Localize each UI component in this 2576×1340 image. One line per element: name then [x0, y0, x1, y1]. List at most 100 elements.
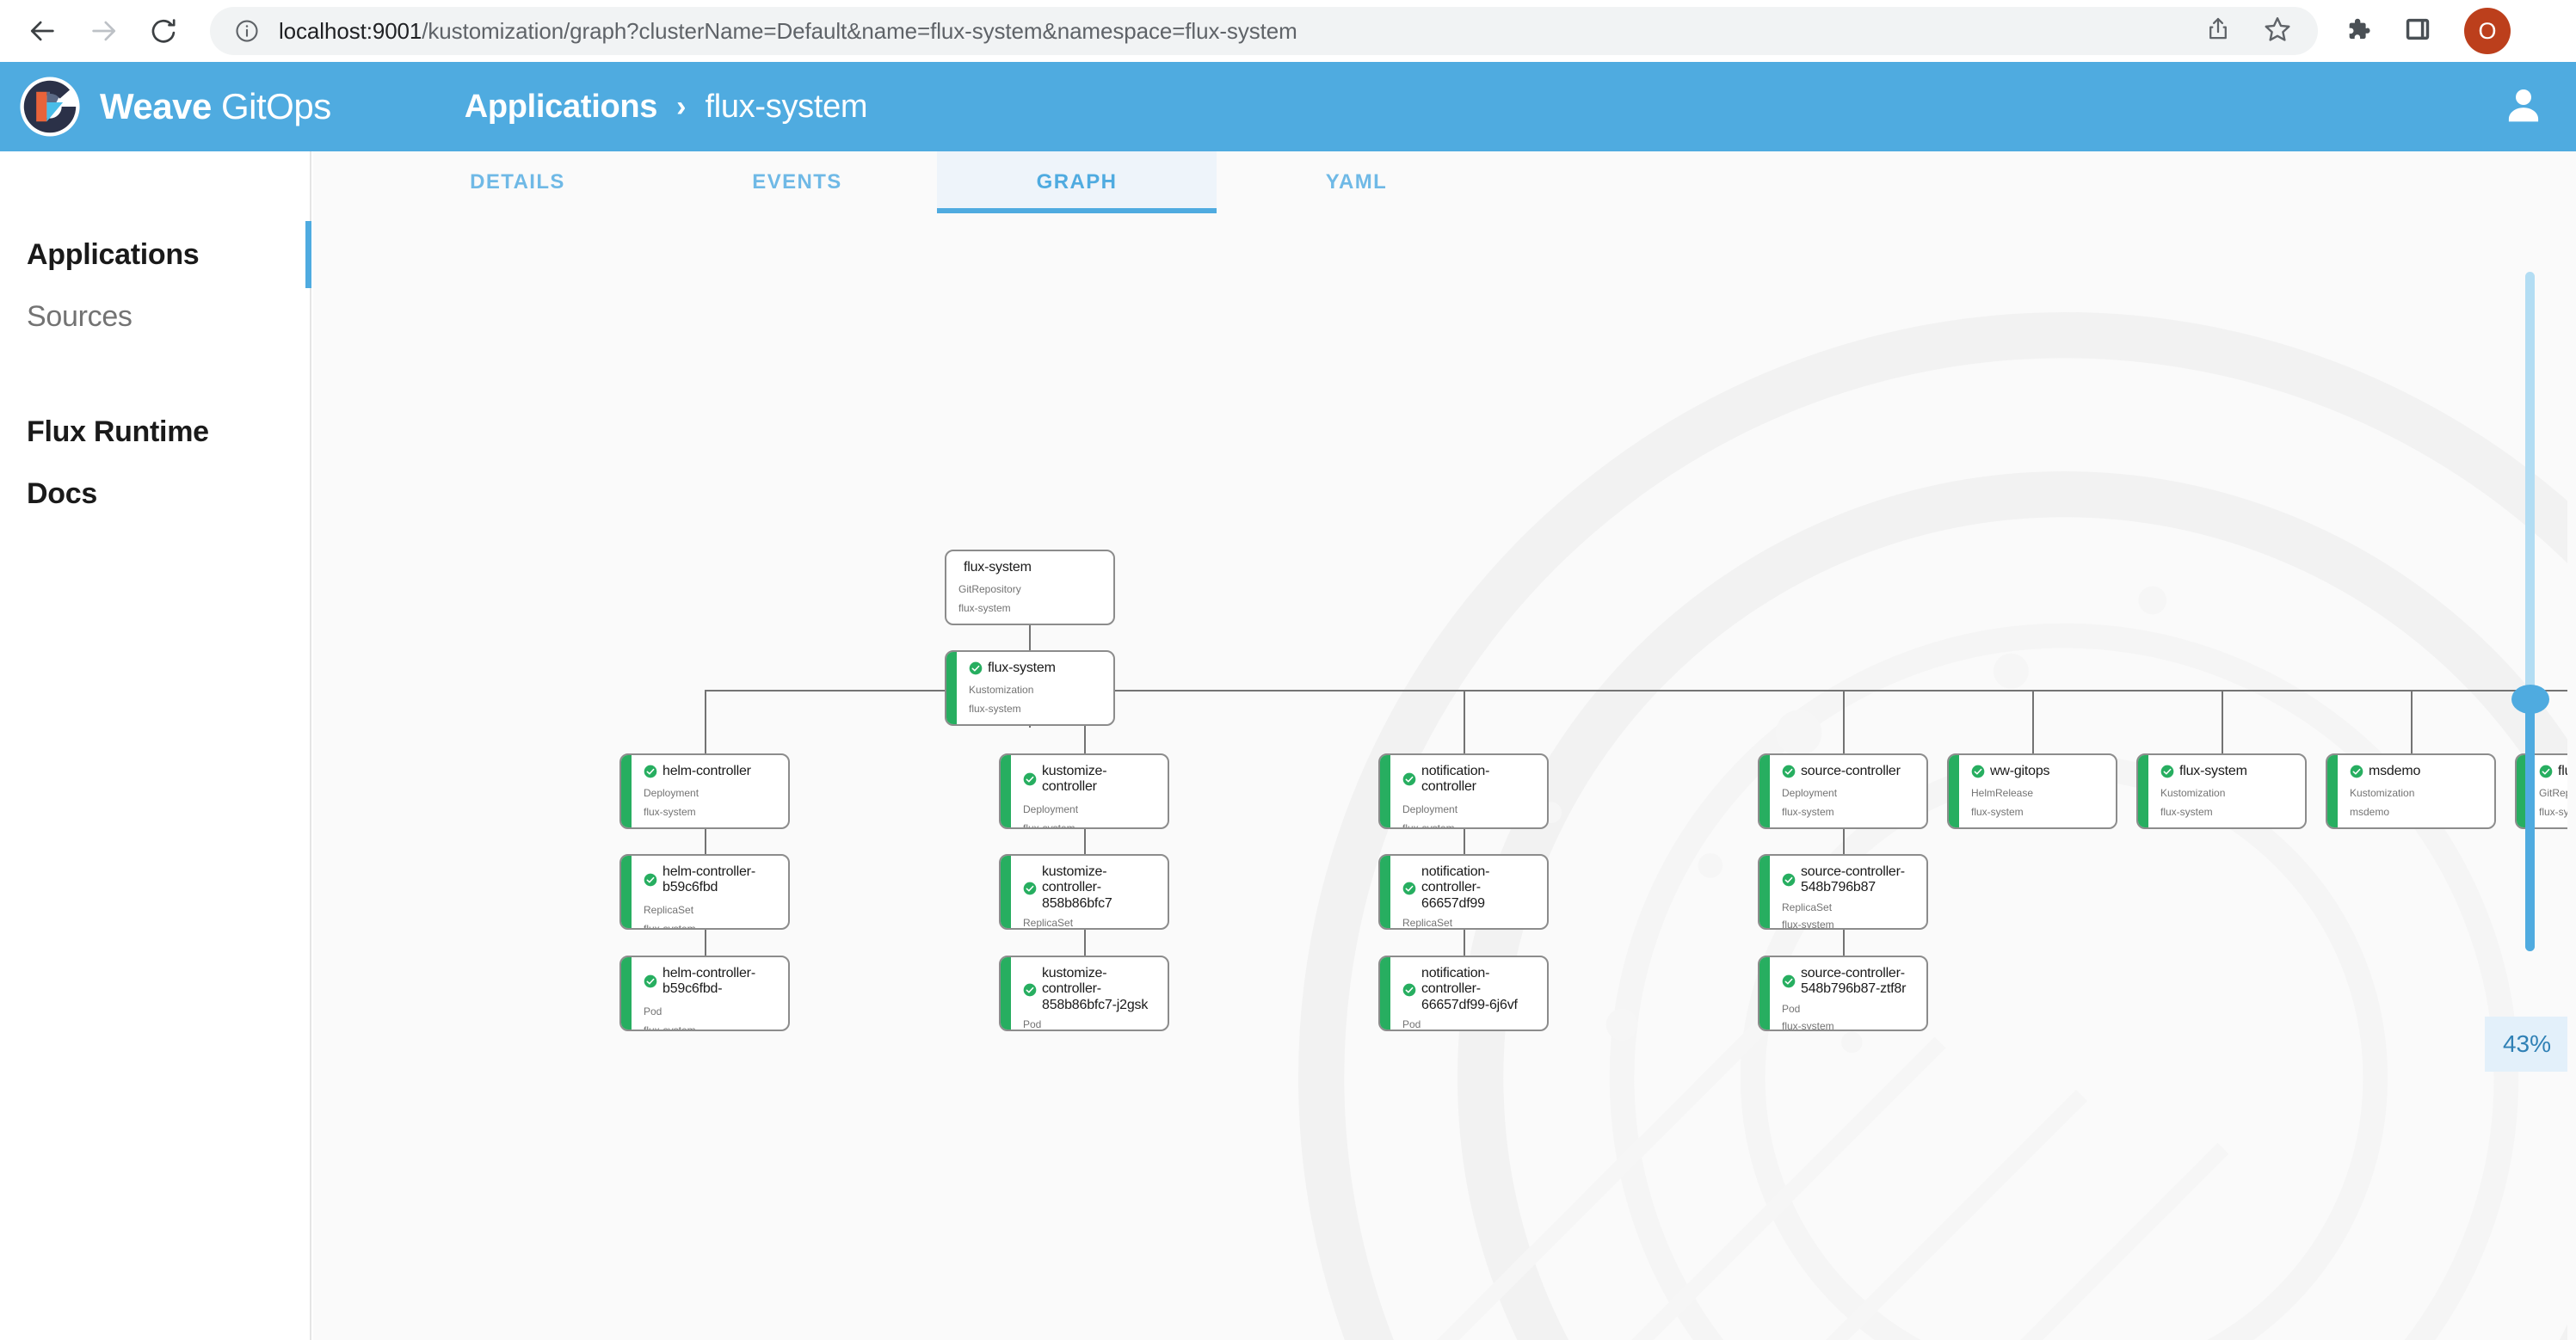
breadcrumb-current: flux-system: [705, 88, 868, 125]
breadcrumb-applications[interactable]: Applications: [464, 88, 658, 125]
brand-title: Weave GitOps: [100, 86, 331, 127]
graph-edge: [1464, 930, 1465, 956]
forward-button[interactable]: [79, 7, 127, 55]
weave-gitops-logo-icon: [20, 77, 80, 137]
node-title-row: notification-controller-66657df99: [1402, 864, 1540, 912]
sidebar-item-flux-runtime[interactable]: Flux Runtime: [0, 401, 310, 463]
zoom-slider-thumb[interactable]: [2511, 685, 2549, 714]
graph-edge: [1084, 829, 1086, 854]
tab-details[interactable]: DETAILS: [470, 170, 565, 194]
check-circle-icon: [1402, 983, 1416, 996]
graph-edge: [2411, 690, 2413, 753]
sidebar-item-applications[interactable]: Applications: [0, 221, 311, 288]
graph-edge: [1029, 726, 1031, 728]
side-panel-icon[interactable]: [2404, 15, 2431, 47]
brand-logo-link[interactable]: Weave GitOps: [19, 76, 331, 138]
check-circle-icon: [969, 661, 983, 675]
node-status-bar: [1380, 856, 1390, 928]
brand-name-light: GitOps: [221, 86, 331, 126]
node-title: helm-controller-b59c6fbd-: [662, 966, 755, 997]
star-icon[interactable]: [2263, 15, 2292, 48]
graph-edge: [705, 690, 706, 753]
node-kind: GitRepository: [958, 583, 1021, 596]
site-info-icon[interactable]: [234, 18, 260, 44]
tab-yaml[interactable]: YAML: [1325, 170, 1388, 194]
check-circle-icon: [1023, 773, 1037, 786]
node-title: notification-controller: [1421, 764, 1490, 795]
graph-edge: [2222, 690, 2223, 753]
reload-button[interactable]: [139, 7, 188, 55]
graph-edge: [1029, 625, 1031, 650]
node-status-bar: [1001, 755, 1011, 827]
node-kind: Kustomization: [2160, 787, 2226, 800]
node-title: source-controller-548b796b87: [1801, 864, 1905, 895]
address-bar[interactable]: localhost:9001/kustomization/graph?clust…: [210, 7, 2318, 55]
node-kind: ReplicaSet: [1023, 917, 1074, 930]
node-title-row: kustomize-controller-858b86bfc7: [1023, 864, 1161, 912]
node-title: kustomize-controller: [1042, 764, 1107, 795]
sidebar-item-sources[interactable]: Sources: [0, 286, 310, 347]
check-circle-icon: [2160, 765, 2174, 778]
node-title-row: source-controller: [1782, 764, 1920, 779]
puzzle-piece-icon[interactable]: [2344, 15, 2371, 47]
arrow-right-icon: [92, 21, 116, 41]
check-circle-icon: [644, 765, 657, 778]
node-status-bar: [2327, 755, 2338, 827]
check-circle-icon: [1402, 773, 1416, 786]
node-namespace: flux-system: [2160, 806, 2213, 819]
account-circle-icon[interactable]: [2500, 82, 2547, 132]
tab-graph[interactable]: GRAPH: [937, 151, 1217, 213]
share-icon[interactable]: [2204, 15, 2232, 47]
sidebar-item-label: Sources: [27, 299, 132, 333]
graph-edge: [705, 829, 706, 854]
zoom-slider-track[interactable]: [2525, 272, 2535, 951]
node-kind: ReplicaSet: [644, 903, 694, 916]
node-title: kustomize-controller-858b86bfc7: [1042, 864, 1112, 911]
graph-edge: [2032, 690, 2034, 753]
back-button[interactable]: [19, 7, 67, 55]
graph-edge: [1843, 690, 1845, 753]
node-namespace: flux-system: [1402, 821, 1455, 829]
zoom-slider[interactable]: 43%: [2478, 272, 2576, 1175]
profile-avatar[interactable]: O: [2464, 8, 2511, 54]
node-title: helm-controller: [662, 764, 751, 778]
node-kind: Deployment: [1782, 787, 1838, 800]
graph-edge-bus: [705, 690, 2576, 692]
sidebar-active-indicator: [305, 221, 311, 288]
arrow-left-icon: [30, 21, 54, 41]
node-namespace: flux-system: [958, 602, 1011, 615]
reload-icon: [151, 19, 176, 43]
node-title: source-controller: [1801, 764, 1901, 778]
check-circle-icon: [644, 975, 657, 988]
page-scrollbar[interactable]: [2567, 151, 2576, 1340]
tab-events[interactable]: EVENTS: [752, 170, 842, 194]
chevron-right-icon: ›: [676, 89, 687, 123]
check-circle-icon: [1402, 882, 1416, 894]
sidebar-item-docs[interactable]: Docs: [0, 463, 310, 525]
